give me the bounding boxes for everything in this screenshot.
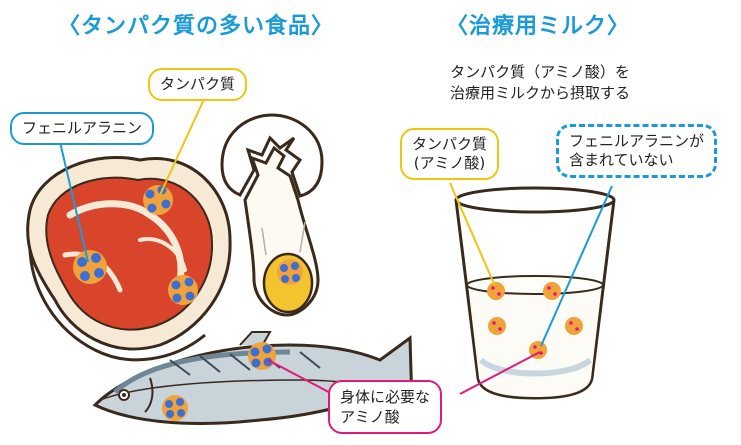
cluster-fish-1 (248, 342, 276, 370)
label-essential-amino-acids: 身体に必要な アミノ酸 (328, 380, 443, 434)
cluster-fish-2 (162, 395, 188, 421)
cluster-meat-1 (143, 185, 173, 215)
egg-icon (220, 113, 324, 317)
cluster-egg (277, 259, 303, 285)
caption-line2: 治療用ミルクから摂取する (449, 84, 630, 102)
label-protein-food: タンパク質 (148, 68, 248, 101)
leader-lines (59, 96, 613, 399)
meat-icon (26, 155, 232, 362)
label-phenylalanine-absent: フェニルアラニンが 含まれていない (556, 124, 718, 178)
label-essential-amino-acids-line2: アミノ酸 (340, 408, 400, 426)
heading-high-protein-foods: 〈タンパク質の多い食品〉 (58, 14, 335, 39)
label-phenylalanine-food: フェニルアラニン (10, 112, 155, 145)
label-phenylalanine-absent-line2: 含まれていない (569, 151, 674, 169)
heading-treatment-milk: 〈治療用ミルク〉 (446, 14, 631, 39)
label-essential-amino-acids-line1: 身体に必要な (340, 388, 431, 406)
label-protein-milk: タンパク質 (アミノ酸) (400, 128, 500, 180)
label-protein-milk-line2: (アミノ酸) (413, 154, 486, 172)
cluster-meat-3 (168, 275, 198, 305)
protein-clusters (73, 185, 303, 421)
cluster-meat-2 (73, 250, 107, 284)
milk-glass-icon (454, 186, 616, 400)
label-phenylalanine-absent-line1: フェニルアラニンが (569, 132, 705, 150)
caption: タンパク質（アミノ酸）を 治療用ミルクから摂取する (416, 62, 664, 104)
label-protein-milk-line1: タンパク質 (412, 135, 488, 153)
caption-line1: タンパク質（アミノ酸）を (450, 63, 630, 81)
milk-amino-dots (487, 282, 583, 359)
